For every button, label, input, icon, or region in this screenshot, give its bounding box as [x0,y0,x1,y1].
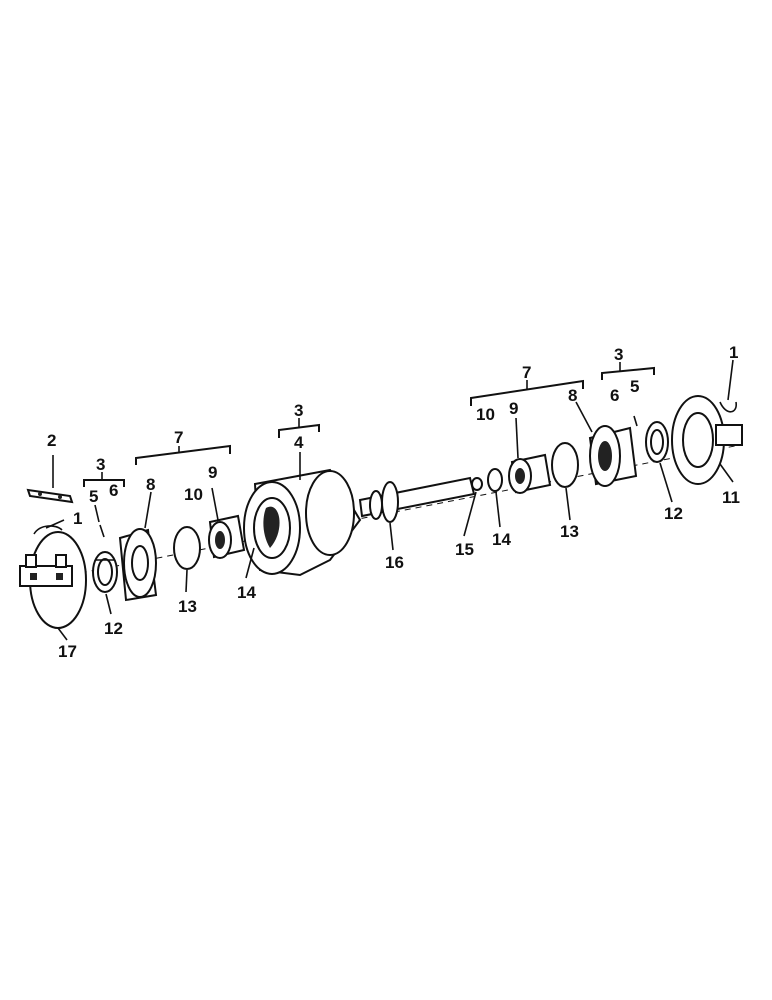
callout-11: 11 [722,488,740,507]
callout-12-left: 12 [104,619,123,638]
callout-5-left: 5 [89,487,98,506]
callout-5-right: 5 [630,377,639,396]
callout-9-right: 9 [509,399,518,418]
callout-14-right: 14 [492,530,511,549]
callout-10-left: 10 [184,485,203,504]
callout-16: 16 [385,553,404,572]
leader-lines [45,359,734,641]
callout-7-left: 7 [174,428,183,447]
callout-1-left: 1 [73,509,82,528]
callout-4: 4 [294,433,304,452]
callout-8-left: 8 [146,475,155,494]
part-9-bushing-left [208,514,246,559]
callout-13-right: 13 [560,522,579,541]
part-1-clip-left [33,525,63,535]
part-1-clip-right [719,401,737,413]
part-8-collar-right [588,425,638,487]
callout-9-left: 9 [208,463,217,482]
part-8-collar-left [118,528,158,602]
part-5-pin-left [99,524,105,538]
callout-labels: 2 3 5 6 1 7 8 9 10 12 13 14 17 3 4 16 15… [47,343,740,661]
part-4-roller [243,468,362,577]
callout-10-right: 10 [476,405,495,424]
callout-13-left: 13 [178,597,197,616]
part-14-ring-right [487,468,503,492]
part-13-oring-right [551,442,579,488]
part-17-bracket [19,531,87,629]
group-brackets [83,362,655,487]
callout-3-right: 3 [614,345,623,364]
part-5-pin-right [633,415,638,427]
callout-6-left: 6 [109,481,118,500]
part-13-oring-left [173,526,201,570]
part-9-bushing-right [508,453,552,494]
callout-17: 17 [58,642,77,661]
part-11-bracket [671,395,743,485]
callout-2: 2 [47,431,56,450]
callout-14-left: 14 [237,583,256,602]
callout-3-left: 3 [96,455,105,474]
callout-15: 15 [455,540,474,559]
part-16-shaft [358,476,476,523]
callout-6-right: 6 [610,386,619,405]
callout-8-right: 8 [568,386,577,405]
center-axis [69,444,741,576]
callout-12-right: 12 [664,504,683,523]
callout-3-mid: 3 [294,401,303,420]
part-15-fitting [471,477,483,491]
part-12-seal-left [92,551,118,593]
callout-1-right: 1 [729,343,738,362]
callout-7-right: 7 [522,363,531,382]
part-2-bar [26,488,74,504]
part-12-seal-right [645,421,669,463]
